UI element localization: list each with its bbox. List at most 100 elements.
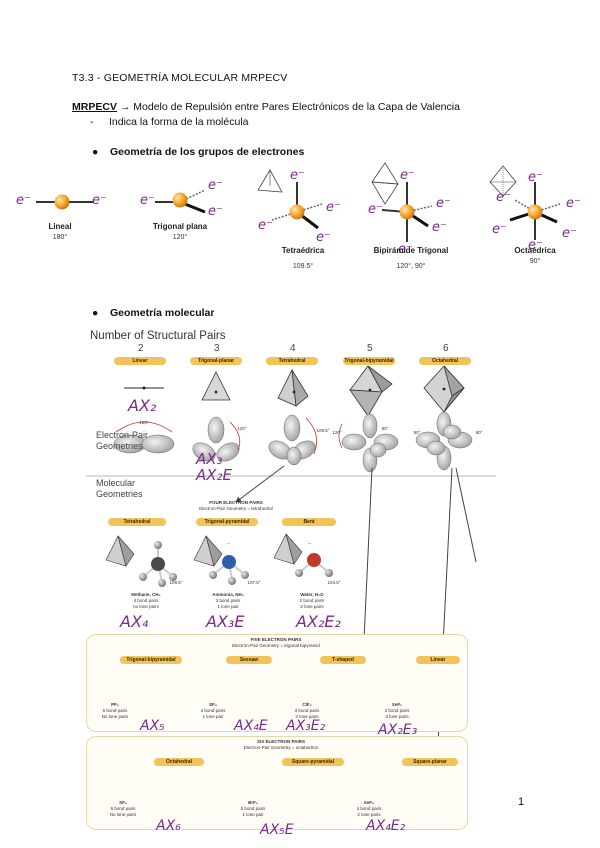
molecule-caption: SF₆ 6 bond pairs No lone pairs [98, 800, 148, 818]
e-label: e⁻ [528, 170, 543, 185]
dash-item-text: Indica la forma de la molécula [109, 116, 249, 128]
molecule-lone: 1 lone pair [228, 812, 278, 818]
e-label: e⁻ [368, 202, 383, 217]
molecule-caption: XeF₂ 2 bond pairs 3 lone pairs [372, 702, 422, 720]
handwritten-ax2e2: AX₂E₂ [296, 612, 341, 631]
mrpecv-definition: MRPECV → Modelo de Repulsión entre Pares… [72, 101, 460, 113]
octahedral-shape [424, 366, 464, 412]
molecule-caption: SF₄ 4 bond pairs 1 lone pair [188, 702, 238, 720]
linear-sketch [36, 195, 94, 210]
molecule-lone: No lone pairs [98, 812, 148, 818]
handwritten-ax4e: AX₄E [234, 718, 268, 734]
section1-heading: ●Geometría de los grupos de electrones [92, 146, 304, 158]
handwritten-ax6: AX₆ [156, 818, 181, 834]
geometry-angle: 109.5° [268, 263, 338, 270]
geometry-tag: Square-planar [402, 758, 458, 766]
molecule-lone: 2 lone pairs [282, 604, 342, 610]
angle-label: 120° [232, 426, 252, 432]
handwritten-ax4: AX₄ [120, 612, 148, 631]
geometry-name: Octaédrica [500, 246, 570, 255]
geometry-tag: Linear [416, 656, 460, 664]
molecule-caption: Methane, CH₄ 4 bond pairs no lone pairs [116, 592, 176, 610]
geometry-tag: Seesaw [226, 656, 272, 664]
geometry-tag: Trigonal-pyramidal [196, 518, 258, 526]
geometry-tag: Bent [282, 518, 336, 526]
molecule-angle: 107.5° [244, 580, 264, 586]
molecule-caption: XeF₄ 4 bond pairs 2 lone pairs [344, 800, 394, 818]
e-label: e⁻ [400, 168, 415, 183]
angle-label: 180° [134, 420, 154, 426]
e-label: e⁻ [566, 196, 581, 211]
trigonal-shape [202, 372, 230, 400]
molecule-lone: No lone pairs [90, 714, 140, 720]
mrpecv-text: → Modelo de Repulsión entre Pares Electr… [120, 101, 460, 113]
angle-label: 90° [408, 430, 426, 436]
mrpecv-acronym: MRPECV [72, 101, 117, 113]
geometry-angle: 120° [140, 234, 220, 241]
geometry-tag: T-shaped [320, 656, 366, 664]
molecule-lone: no lone pairs [116, 604, 176, 610]
geometry-name: Trigonal plana [140, 222, 220, 231]
e-label: e⁻ [16, 193, 31, 208]
trigonal-planar-sketch [155, 190, 205, 212]
e-label: e⁻ [140, 193, 155, 208]
molecule-caption: Ammonia, NH₃ 3 bond pairs 1 lone pair [198, 592, 258, 610]
e-label: e⁻ [92, 193, 107, 208]
molecule-angle: 104.5° [324, 580, 344, 586]
molecule-caption: BrF₅ 5 bond pairs 1 lone pair [228, 800, 278, 818]
molecule-caption: Water, H₂O 2 bond pairs 2 lone pairs [282, 592, 342, 610]
dash-item: -Indica la forma de la molécula [90, 116, 249, 128]
handwritten-ax5: AX₅ [140, 718, 165, 734]
geometry-name: Bipirámide Trigonal [366, 246, 456, 255]
section1-heading-text: Geometría de los grupos de electrones [110, 146, 304, 158]
geometry-angle: 180° [30, 234, 90, 241]
e-label: e⁻ [496, 190, 511, 205]
section2-heading: ●Geometría molecular [92, 307, 214, 319]
molecular-geometries-label: Molecular Geometries [96, 478, 166, 500]
handwritten-ax2e: AX₂E [196, 466, 232, 484]
angle-label: 120° [328, 430, 346, 436]
tetrahedral-shape [278, 370, 308, 406]
e-label: e⁻ [208, 204, 223, 219]
angle-label: 90° [470, 430, 488, 436]
bipyramidal-lobes [339, 414, 398, 472]
tetrahedral-lobes [266, 415, 319, 465]
page-number: 1 [518, 796, 524, 808]
handwritten-ax3e2: AX₃E₂ [286, 718, 325, 734]
handwritten-ax3e: AX₃E [206, 612, 244, 631]
ammonia-model: .. [194, 536, 249, 585]
e-label: e⁻ [316, 230, 331, 245]
handwritten-ax2: AX₂ [128, 396, 156, 415]
geometry-angle: 120°, 90° [366, 263, 456, 270]
handwritten-ax2e3: AX₂E₃ [378, 722, 417, 738]
section2-heading-text: Geometría molecular [110, 307, 214, 319]
handwritten-ax4e2: AX₄E₂ [366, 818, 405, 834]
handwritten-ax5e: AX₅E [260, 822, 294, 838]
e-label: e⁻ [492, 222, 507, 237]
page-title: T3.3 - GEOMETRÍA MOLECULAR MRPECV [72, 72, 287, 84]
svg-text:..: .. [227, 540, 231, 546]
e-label: e⁻ [290, 168, 305, 183]
five-pairs-subtitle: Electron-Pair Geometry = trigonal bipyra… [196, 643, 356, 649]
octahedral-lobes [416, 412, 472, 470]
geometry-tag: Trigonal-bipyramidal [120, 656, 182, 664]
e-label: e⁻ [562, 226, 577, 241]
geometry-tag: Tetrahedral [108, 518, 166, 526]
molecule-lone: 1 lone pair [198, 604, 258, 610]
e-label: e⁻ [436, 196, 451, 211]
molecule-lone: 3 lone pairs [372, 714, 422, 720]
water-model: .. [274, 534, 333, 577]
geometry-tag: Octahedral [154, 758, 204, 766]
molecule-angle: 109.5° [166, 580, 186, 586]
six-pairs-subtitle: Electron-Pair Geometry = octahedron [206, 745, 356, 751]
geometry-name: Lineal [30, 222, 90, 231]
e-label: e⁻ [208, 178, 223, 193]
linear-shape [124, 387, 164, 390]
e-label: e⁻ [326, 200, 341, 215]
molecule-caption: PF₅ 5 bond pairs No lone pairs [90, 702, 140, 720]
molecule-lone: 1 lone pair [188, 714, 238, 720]
svg-text:..: .. [308, 540, 312, 546]
geometry-tag: Square-pyramidal [282, 758, 344, 766]
four-pairs-subtitle: Electron-Pair Geometry = tetrahedral [166, 506, 306, 512]
angle-label: 90° [376, 426, 394, 432]
